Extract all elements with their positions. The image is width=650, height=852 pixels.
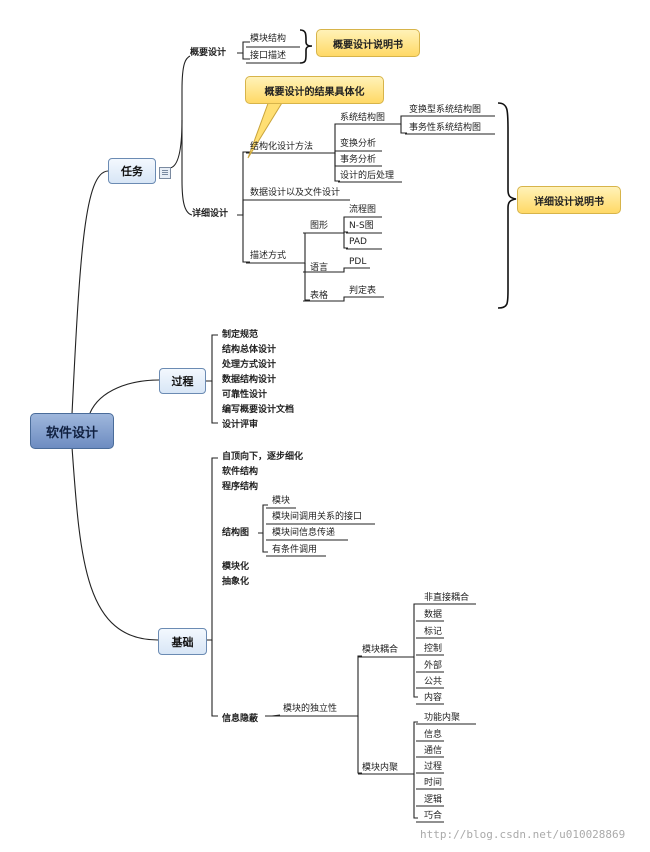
guocheng-item[interactable]: 编写概要设计文档	[222, 405, 295, 415]
guocheng-item[interactable]: 数据结构设计	[222, 375, 277, 385]
jichu-item[interactable]: 软件结构	[222, 467, 259, 477]
gaiyao-doc-callout[interactable]: 概要设计说明书	[316, 29, 420, 57]
yuyan-item[interactable]: PDL	[349, 257, 367, 267]
ouhe-item[interactable]: 内容	[424, 693, 443, 703]
jichu-item[interactable]: 程序结构	[222, 482, 259, 492]
biaoge-item[interactable]: 判定表	[349, 286, 377, 296]
renwu-node[interactable]: 任务	[108, 158, 156, 184]
ouhe-item[interactable]: 非直接耦合	[424, 593, 470, 603]
jichu-item[interactable]: 模块化	[222, 562, 250, 572]
xiangxi-node[interactable]: 详细设计	[192, 209, 229, 219]
guocheng-item[interactable]: 制定规范	[222, 330, 259, 340]
xitong-item[interactable]: 事务性系统结构图	[409, 123, 482, 133]
watermark: http://blog.csdn.net/u010028869	[420, 828, 626, 841]
jiegouhua-node[interactable]: 结构化设计方法	[250, 142, 314, 152]
ouhe-item[interactable]: 控制	[424, 644, 443, 654]
jiegoutu-item[interactable]: 有条件调用	[272, 545, 318, 555]
neiju-item[interactable]: 巧合	[424, 811, 443, 821]
neiju-item[interactable]: 时间	[424, 778, 443, 788]
tuxing-item[interactable]: 流程图	[349, 205, 377, 215]
jiegouhua-item[interactable]: 设计的后处理	[340, 171, 395, 181]
guocheng-item[interactable]: 设计评审	[222, 420, 259, 430]
ouhe-item[interactable]: 公共	[424, 677, 443, 687]
guocheng-item[interactable]: 结构总体设计	[222, 345, 277, 355]
ouhe-node[interactable]: 模块耦合	[362, 645, 399, 655]
jiegoutu-item[interactable]: 模块间信息传递	[272, 528, 336, 538]
duli-node[interactable]: 模块的独立性	[283, 704, 338, 714]
xitong-node[interactable]: 系统结构图	[340, 113, 386, 123]
gaiyao-item[interactable]: 接口描述	[250, 51, 287, 61]
gaiyao-node[interactable]: 概要设计	[190, 48, 227, 58]
jiegouhua-item[interactable]: 事务分析	[340, 155, 377, 165]
neiju-item[interactable]: 信息	[424, 730, 443, 740]
neiju-item[interactable]: 功能内聚	[424, 713, 461, 723]
jiegouhua-item[interactable]: 变换分析	[340, 139, 377, 149]
root-node[interactable]: 软件设计	[30, 413, 114, 449]
tuxing-item[interactable]: N-S图	[349, 221, 374, 231]
jichu-item[interactable]: 自顶向下，逐步细化	[222, 452, 304, 462]
guocheng-item[interactable]: 处理方式设计	[222, 360, 277, 370]
neiju-item[interactable]: 过程	[424, 762, 443, 772]
neiju-node[interactable]: 模块内聚	[362, 763, 399, 773]
jichu-node[interactable]: 基础	[158, 628, 207, 655]
xiangxi-doc-callout[interactable]: 详细设计说明书	[517, 186, 621, 214]
jiegoutu-item[interactable]: 模块间调用关系的接口	[272, 512, 363, 522]
neiju-item[interactable]: 通信	[424, 746, 443, 756]
jiegoutu-item[interactable]: 模块	[272, 496, 291, 506]
note-icon[interactable]	[159, 167, 171, 179]
miaoshu-node[interactable]: 描述方式	[250, 251, 287, 261]
jutihua-callout[interactable]: 概要设计的结果具体化	[245, 76, 384, 104]
jiegoutu-node[interactable]: 结构图	[222, 528, 250, 538]
neiju-item[interactable]: 逻辑	[424, 795, 443, 805]
tuxing-node[interactable]: 图形	[310, 221, 329, 231]
tuxing-item[interactable]: PAD	[349, 237, 367, 247]
shuju-node[interactable]: 数据设计以及文件设计	[250, 188, 341, 198]
guocheng-node[interactable]: 过程	[159, 368, 206, 394]
yuyan-node[interactable]: 语言	[310, 263, 329, 273]
biaoge-node[interactable]: 表格	[310, 291, 329, 301]
ouhe-item[interactable]: 标记	[424, 627, 443, 637]
xinxi-node[interactable]: 信息隐蔽	[222, 714, 259, 724]
xitong-item[interactable]: 变换型系统结构图	[409, 105, 482, 115]
gaiyao-item[interactable]: 模块结构	[250, 34, 287, 44]
guocheng-item[interactable]: 可靠性设计	[222, 390, 268, 400]
jichu-item[interactable]: 抽象化	[222, 577, 250, 587]
ouhe-item[interactable]: 外部	[424, 661, 443, 671]
ouhe-item[interactable]: 数据	[424, 610, 443, 620]
